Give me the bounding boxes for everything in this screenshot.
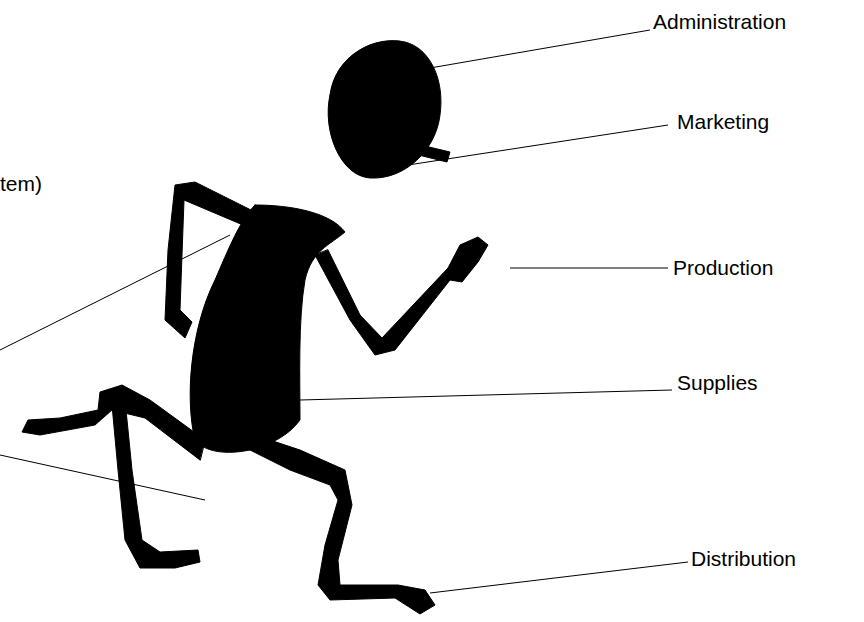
part-label: tem) <box>0 173 42 194</box>
cap-bill <box>398 140 450 162</box>
front-arm <box>315 237 488 355</box>
part-label: Distribution <box>691 548 796 569</box>
leader-line <box>0 235 230 350</box>
back-arm <box>165 182 255 338</box>
leader-line <box>395 125 668 167</box>
leader-line <box>0 455 205 500</box>
head <box>328 41 441 178</box>
part-label: Production <box>673 257 773 278</box>
torso <box>190 205 345 452</box>
part-label: Administration <box>653 11 786 32</box>
part-label: Marketing <box>677 111 769 132</box>
leader-line <box>300 390 672 400</box>
front-leg <box>240 435 435 614</box>
back-shin <box>112 400 200 568</box>
part-label: Supplies <box>677 372 758 393</box>
leader-line <box>510 268 668 269</box>
leader-line <box>430 30 650 68</box>
leader-line <box>430 562 688 593</box>
